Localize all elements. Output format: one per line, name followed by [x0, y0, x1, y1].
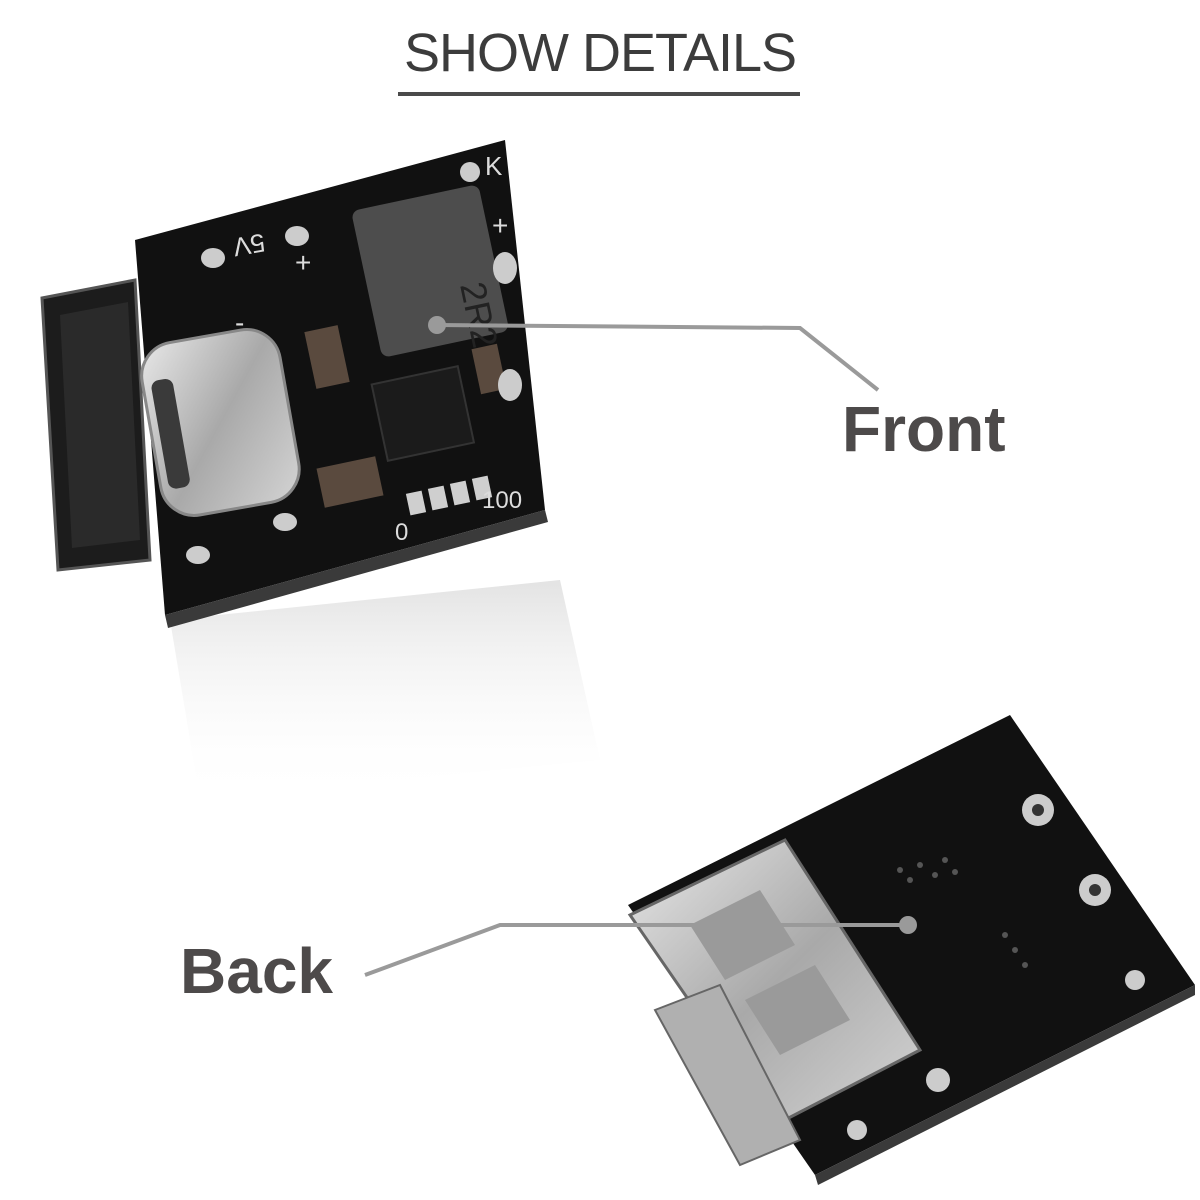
mounting-hole	[847, 1120, 867, 1140]
led	[449, 480, 471, 506]
solder-pad	[493, 252, 517, 284]
capacitor	[316, 456, 384, 508]
silk-led-100: 100	[482, 487, 522, 514]
led	[405, 490, 427, 516]
solder-pad	[460, 162, 480, 182]
mounting-hole	[926, 1068, 950, 1092]
solder-pad	[273, 513, 297, 531]
front-leader-line	[436, 323, 880, 392]
front-label: Front	[842, 393, 1006, 465]
back-leader-dot	[899, 916, 917, 934]
silk-led-0: 0	[395, 519, 408, 546]
back-leader-line	[364, 923, 908, 977]
title-underline	[398, 92, 800, 96]
led	[471, 475, 493, 501]
capacitor	[304, 325, 350, 389]
silk-minus: -	[235, 307, 244, 338]
solder-pad	[285, 226, 309, 246]
inductor	[352, 185, 508, 357]
capacitor	[471, 343, 507, 395]
silk-plus: +	[295, 247, 311, 278]
solder-pad	[201, 248, 225, 268]
silk-k: K	[485, 151, 503, 181]
led	[427, 485, 449, 511]
front-leader-dot	[428, 316, 446, 334]
back-board	[627, 715, 1195, 1185]
silk-5v: 5V	[230, 228, 267, 263]
page-title: SHOW DETAILS	[403, 23, 797, 83]
front-board: 2R2 5V + + - K 0 100	[40, 140, 600, 800]
back-label: Back	[180, 935, 333, 1007]
back-usb-c-port	[653, 983, 802, 1167]
solder-pad	[186, 546, 210, 564]
mounting-hole	[1125, 970, 1145, 990]
silk-plus-2: +	[492, 210, 508, 241]
solder-pad	[498, 369, 522, 401]
ic-chip	[370, 365, 476, 462]
front-board-reflection	[170, 580, 600, 800]
